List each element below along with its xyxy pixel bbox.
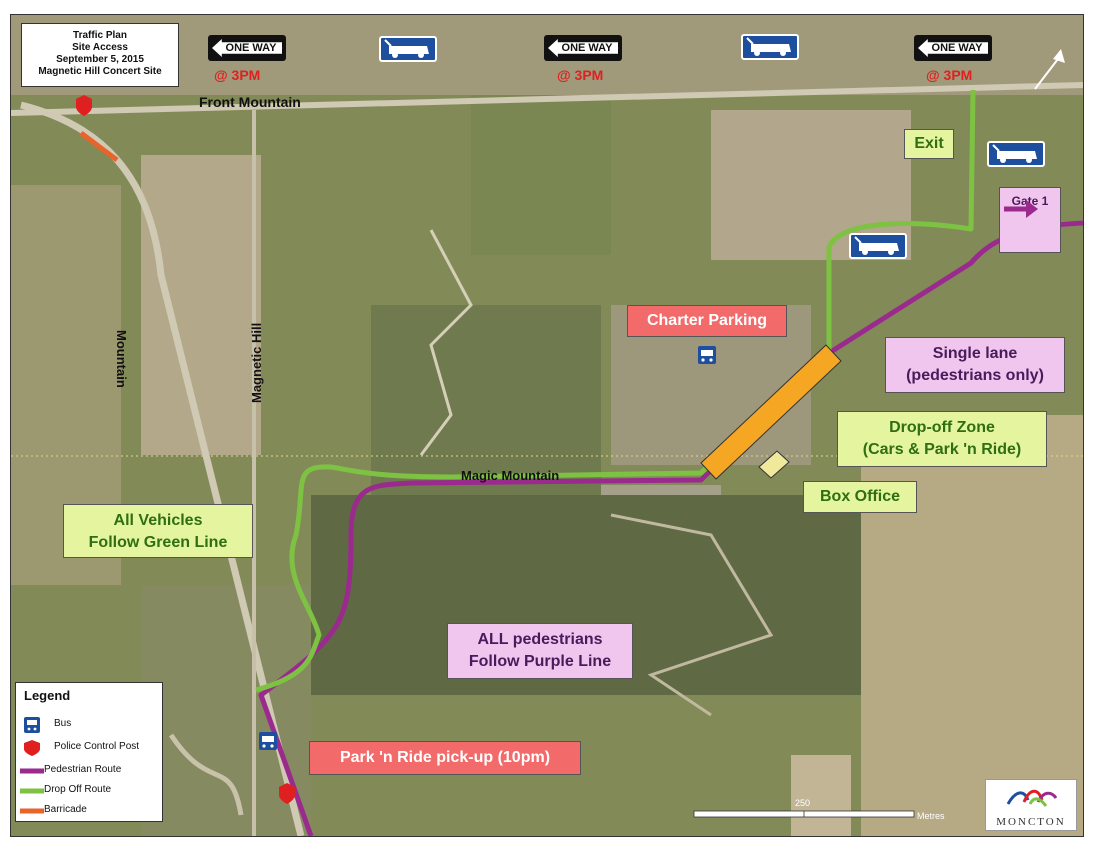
all-pedestrians-label: ALL pedestrians Follow Purple Line bbox=[447, 623, 633, 679]
scale-unit: Metres bbox=[917, 811, 945, 821]
dropoff-route-swatch bbox=[20, 788, 44, 794]
tow-truck-icon bbox=[849, 233, 907, 259]
north-arrow-icon bbox=[1034, 49, 1065, 90]
bus-icon bbox=[698, 346, 716, 364]
single-lane-label: Single lane (pedestrians only) bbox=[885, 337, 1065, 393]
title-line: Magnetic Hill Concert Site bbox=[38, 66, 162, 77]
moncton-logo-text: MONCTON bbox=[996, 816, 1066, 828]
all-vehicles-line1: All Vehicles bbox=[113, 512, 203, 529]
box-office-building bbox=[758, 450, 790, 479]
legend-label: Barricade bbox=[44, 804, 87, 815]
moncton-logo: MONCTON bbox=[985, 779, 1077, 831]
road-label-magic-mountain: Magic Mountain bbox=[461, 468, 560, 483]
title-line: Site Access bbox=[72, 42, 128, 53]
legend-label: Drop Off Route bbox=[44, 784, 112, 795]
drop-off-zone-label: Drop-off Zone (Cars & Park 'n Ride) bbox=[837, 411, 1047, 467]
barricade bbox=[79, 131, 119, 162]
road-label-mountain: Mountain bbox=[114, 330, 129, 388]
left-arrow-icon bbox=[918, 39, 988, 57]
police-post-icon bbox=[76, 95, 92, 116]
map-canvas: Traffic Plan Site Access September 5, 20… bbox=[10, 14, 1084, 837]
tow-truck-icon bbox=[987, 141, 1045, 167]
road-label-magnetic-hill: Magnetic Hill bbox=[249, 322, 264, 403]
mountain-road bbox=[20, 101, 305, 836]
one-way-label: ONE WAY bbox=[561, 42, 613, 54]
one-way-sign: ONE WAY bbox=[914, 35, 992, 61]
time-label: @ 3PM bbox=[214, 67, 261, 83]
drop-off-line2: (Cars & Park 'n Ride) bbox=[862, 441, 1022, 458]
legend-title: Legend bbox=[24, 688, 71, 703]
park-path bbox=[610, 513, 774, 717]
aerial-field bbox=[791, 755, 851, 836]
legend-label: Police Control Post bbox=[54, 741, 140, 752]
dropoff-zone bbox=[700, 344, 842, 480]
left-arrow-icon bbox=[212, 39, 282, 57]
aerial-field bbox=[141, 155, 261, 455]
one-way-label: ONE WAY bbox=[225, 42, 277, 54]
pedestrian-route-swatch bbox=[20, 768, 44, 774]
bus-icon bbox=[259, 732, 277, 750]
police-post-icon bbox=[24, 740, 40, 756]
gate-label-text: Gate 1 bbox=[1011, 194, 1049, 208]
single-lane-line1: Single lane bbox=[932, 345, 1018, 362]
all-pedestrians-line1: ALL pedestrians bbox=[477, 631, 603, 648]
legend-label: Bus bbox=[54, 718, 72, 729]
tow-truck-icon bbox=[741, 34, 799, 60]
one-way-sign: ONE WAY bbox=[208, 35, 286, 61]
one-way-sign: ONE WAY bbox=[544, 35, 622, 61]
title-line: Traffic Plan bbox=[73, 30, 127, 41]
drop-off-line1: Drop-off Zone bbox=[889, 419, 995, 436]
park-path bbox=[419, 229, 473, 456]
tow-truck-icon bbox=[379, 36, 437, 62]
single-lane-line2: (pedestrians only) bbox=[906, 367, 1044, 384]
police-post-icon bbox=[279, 783, 295, 804]
aerial-field bbox=[861, 415, 1083, 836]
barricade-swatch bbox=[20, 808, 44, 814]
time-label: @ 3PM bbox=[926, 67, 973, 83]
moncton-logo-icon bbox=[1006, 789, 1058, 807]
box-office-label: Box Office bbox=[803, 481, 917, 513]
all-vehicles-line2: Follow Green Line bbox=[88, 534, 228, 551]
time-label: @ 3PM bbox=[557, 67, 604, 83]
charter-parking-label: Charter Parking bbox=[627, 305, 787, 337]
legend-label: Pedestrian Route bbox=[44, 764, 122, 775]
left-arrow-icon bbox=[548, 39, 618, 57]
all-vehicles-label: All Vehicles Follow Green Line bbox=[63, 504, 253, 558]
bus-icon bbox=[24, 717, 40, 733]
park-n-ride-label: Park 'n Ride pick-up (10pm) bbox=[309, 741, 581, 775]
right-arrow-icon bbox=[1004, 200, 1038, 218]
title-line: September 5, 2015 bbox=[56, 54, 144, 65]
front-mountain-road bbox=[11, 82, 1083, 116]
aerial-field bbox=[471, 95, 611, 255]
one-way-label: ONE WAY bbox=[931, 42, 983, 54]
exit-label: Exit bbox=[904, 129, 954, 159]
legend: Legend Bus Police Control Post Pedestria… bbox=[15, 682, 163, 822]
title-box: Traffic Plan Site Access September 5, 20… bbox=[21, 23, 179, 87]
race-track bbox=[168, 733, 244, 816]
aerial-park bbox=[371, 305, 601, 495]
dropoff-route-line bbox=[255, 89, 976, 693]
scale-value: 250 bbox=[795, 798, 811, 808]
gate-1-label: Gate 1 bbox=[999, 187, 1061, 253]
road-label-front-mountain: Front Mountain bbox=[199, 94, 301, 110]
all-pedestrians-line2: Follow Purple Line bbox=[468, 653, 612, 670]
